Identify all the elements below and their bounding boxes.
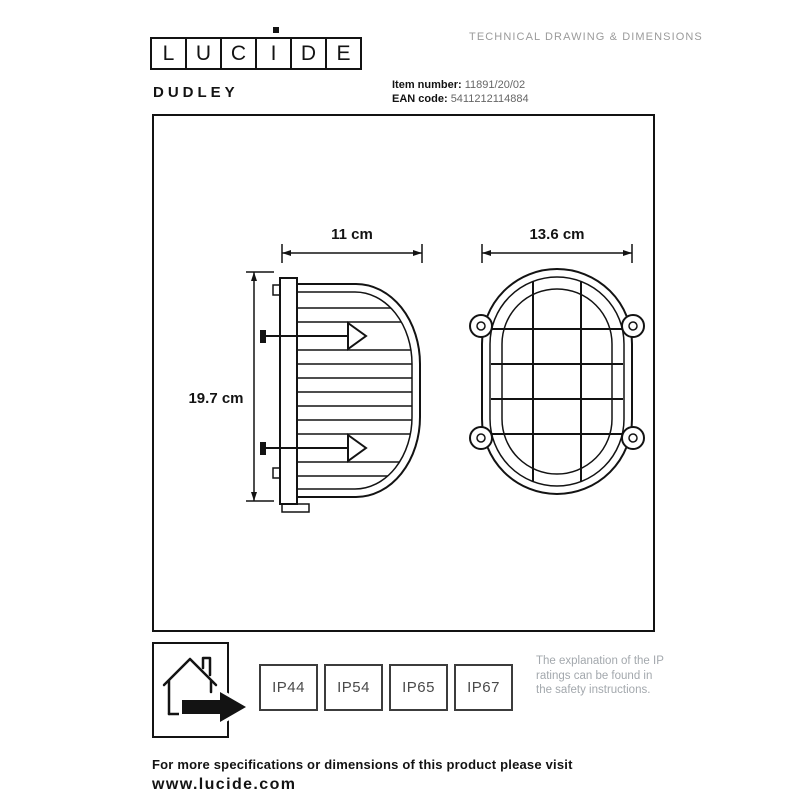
product-meta: Item number: 11891/20/02 EAN code: 54112…: [392, 78, 529, 106]
logo-letter: U: [185, 37, 222, 70]
mounting-tabs: [469, 314, 645, 450]
side-view-drawing: [260, 277, 421, 513]
footer: For more specifications or dimensions of…: [152, 757, 573, 794]
logo-letter: L: [150, 37, 187, 70]
technical-drawing-frame: 11 cm 13.6 cm 19.7 cm: [152, 114, 655, 632]
front-width-dimension: 13.6 cm: [529, 226, 584, 243]
ip-rating-badge: IP44: [259, 664, 318, 711]
logo-letter: I: [255, 37, 292, 70]
ip-ratings-note: The explanation of the IP ratings can be…: [536, 655, 664, 696]
mounting-clamps: [260, 321, 368, 463]
ip-rating-badge: IP67: [454, 664, 513, 711]
side-width-dimension: 11 cm: [331, 226, 373, 243]
logo-letter: E: [325, 37, 362, 70]
website-link: www.lucide.com: [152, 776, 297, 793]
height-dimension: 19.7 cm: [188, 390, 243, 407]
arrow-right-icon: [182, 692, 246, 722]
dimension-lines: [246, 244, 633, 502]
ean-row: EAN code: 5411212114884: [392, 92, 529, 106]
item-number-row: Item number: 11891/20/02: [392, 78, 529, 92]
cage-bars-side: [298, 307, 412, 477]
ean-label: EAN code:: [392, 93, 448, 105]
technical-drawing: 11 cm 13.6 cm 19.7 cm: [188, 226, 645, 513]
ean-value: 5411212114884: [450, 93, 529, 105]
product-name: DUDLEY: [153, 84, 239, 101]
sheet-type-label: TECHNICAL DRAWING & DIMENSIONS: [469, 31, 703, 43]
footer-text: For more specifications or dimensions of…: [152, 757, 573, 772]
outdoor-house-icon: [152, 642, 253, 738]
cage-grid-front: [491, 279, 623, 484]
logo-letter: D: [290, 37, 327, 70]
logo-i-dot: [273, 27, 279, 33]
item-number-value: 11891/20/02: [464, 79, 526, 91]
ip-rating-badge: IP54: [324, 664, 383, 711]
tab-screws: [476, 321, 638, 443]
logo-letter: C: [220, 37, 257, 70]
item-number-label: Item number:: [392, 79, 462, 91]
lucide-logo: L U C I D E: [150, 27, 362, 70]
front-view-drawing: [469, 268, 645, 495]
ip-rating-badge: IP65: [389, 664, 448, 711]
